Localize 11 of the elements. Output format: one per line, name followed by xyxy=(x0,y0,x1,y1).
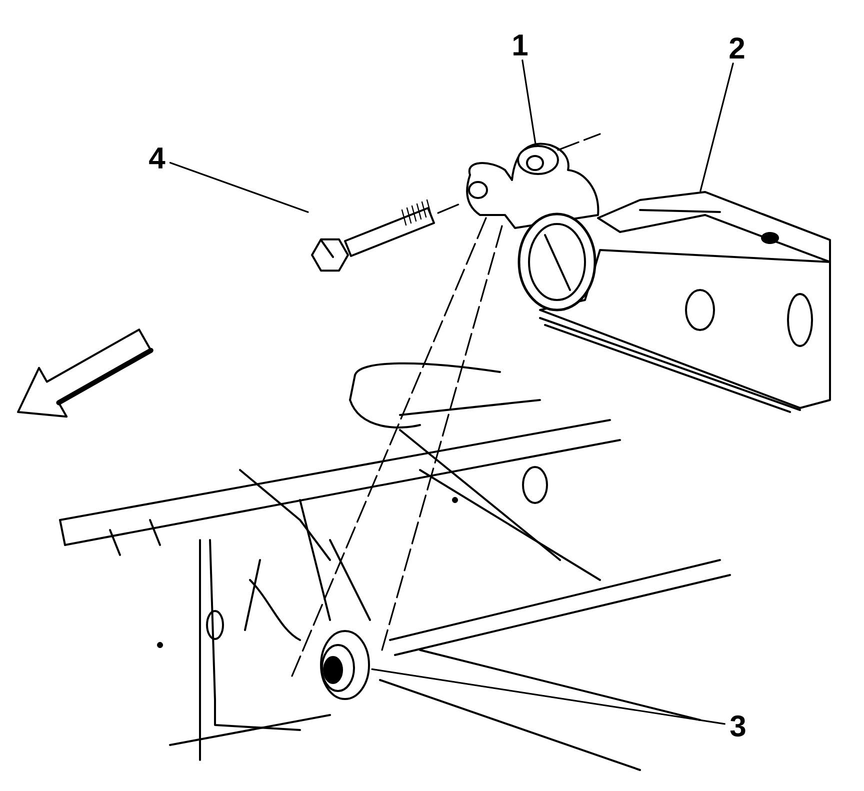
callout-number: 4 xyxy=(149,148,166,168)
leader-line xyxy=(700,62,734,192)
callout-number: 3 xyxy=(730,715,746,737)
control-arm-drawing xyxy=(518,191,831,413)
leader-line xyxy=(169,162,309,213)
callout-number: 2 xyxy=(730,38,744,58)
leader-line xyxy=(522,60,536,144)
callout-number: 1 xyxy=(514,34,528,56)
bushing-drawing xyxy=(320,630,370,700)
washer-drawing xyxy=(517,145,559,175)
leader-line xyxy=(371,668,726,725)
